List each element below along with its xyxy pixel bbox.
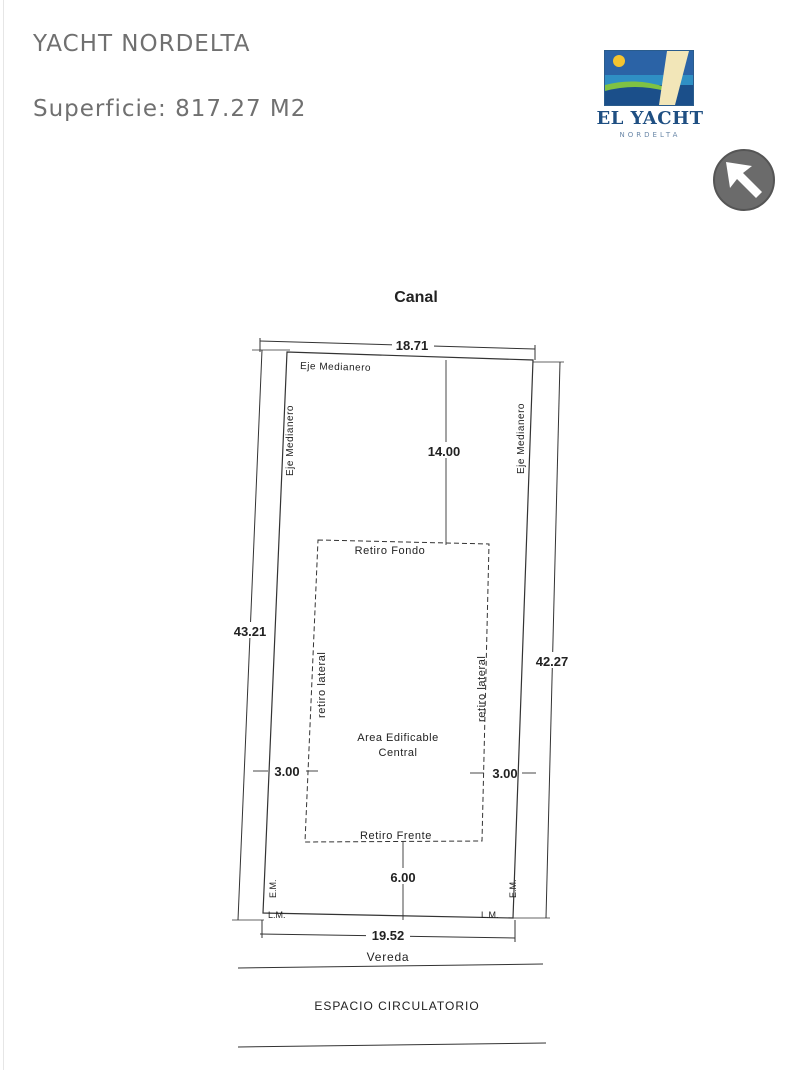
top-width-label: 18.71: [396, 338, 429, 353]
vereda-line: [237, 963, 544, 969]
page-edge-line: [3, 0, 4, 1070]
retiro-lateral-left-label: retiro lateral: [316, 652, 328, 718]
vereda-label: Vereda: [367, 950, 410, 964]
right-side-setback-label: 3.00: [492, 766, 517, 781]
left-depth-label: 43.21: [234, 624, 267, 639]
logo-brand-text: EL YACHT: [596, 108, 704, 129]
logo-subtitle-text: NORDELTA: [619, 131, 681, 139]
right-depth-line: [545, 361, 561, 919]
project-title: YACHT NORDELTA: [33, 31, 251, 57]
canal-label: Canal: [394, 289, 438, 306]
area-edificable-label: Area Edificable: [357, 732, 439, 744]
north-arrow-icon: [712, 148, 776, 212]
lm-left-label: L.M.: [268, 910, 286, 920]
espacio-circulatorio-label: ESPACIO CIRCULATORIO: [314, 999, 479, 1013]
eje-medianero-right-label: Eje Medianero: [516, 403, 527, 474]
logo-image: [604, 50, 694, 106]
retiro-fondo-label: Retiro Fondo: [355, 545, 426, 557]
eje-medianero-left-label: Eje Medianero: [285, 405, 296, 476]
bottom-width-label: 19.52: [372, 928, 405, 943]
retiro-lateral-right-label: retiro lateral: [476, 656, 488, 722]
eje-medianero-top-label: Eje Medianero: [300, 361, 371, 374]
el-yacht-logo: EL YACHT NORDELTA: [590, 50, 710, 150]
left-side-setback-label: 3.00: [274, 764, 299, 779]
street-line: [237, 1042, 547, 1048]
em-right-label: E.M.: [508, 879, 518, 898]
surface-area-text: Superficie: 817.27 M2: [33, 96, 307, 122]
em-left-label: E.M.: [268, 879, 278, 898]
front-setback-label: 6.00: [390, 870, 415, 885]
area-edificable-central-label: Central: [379, 747, 418, 759]
buildable-area-outline: [304, 539, 490, 843]
right-depth-label: 42.27: [536, 654, 569, 669]
lm-right-label: L.M.: [481, 910, 499, 920]
back-setback-label: 14.00: [428, 444, 461, 459]
retiro-frente-label: Retiro Frente: [360, 830, 432, 842]
